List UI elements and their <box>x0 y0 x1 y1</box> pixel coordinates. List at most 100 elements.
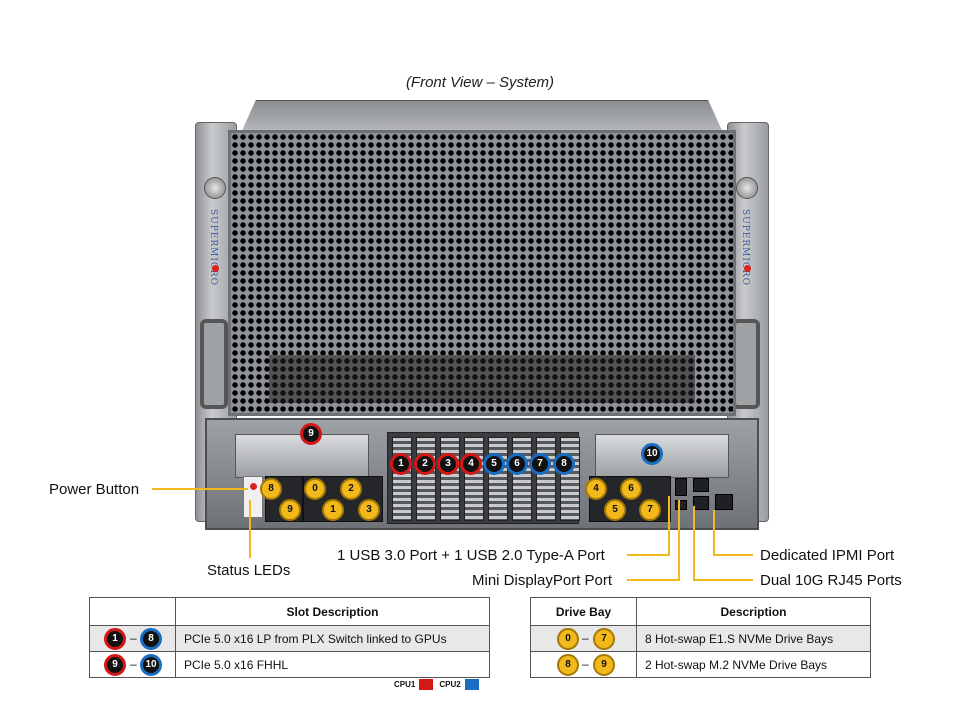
pcie-slot <box>464 437 484 521</box>
table-header-cell: Drive Bay <box>530 597 637 626</box>
drive-badge-9: 9 <box>279 499 301 521</box>
table-row: 8 – 9 2 Hot-swap M.2 NVMe Drive Bays <box>530 651 871 678</box>
pcie-slot <box>440 437 460 521</box>
brand-logo: SUPERMICRO <box>208 209 218 286</box>
status-leds-label: Status LEDs <box>207 562 291 579</box>
drive-description-cell: 8 Hot-swap E1.S NVMe Drive Bays <box>636 625 871 652</box>
range-dash: – <box>130 631 137 645</box>
slot-badge-1: 1 <box>390 453 412 475</box>
pcie-slot <box>536 437 556 521</box>
status-leds-leader <box>249 500 251 558</box>
range-dash: – <box>582 657 589 671</box>
front-vent-grille <box>228 130 736 416</box>
slot-badge-6: 6 <box>506 453 528 475</box>
table-header-cell: Slot Description <box>175 597 490 626</box>
drive-badge: 0 <box>557 628 579 650</box>
pcie-lp-slot-cage <box>387 432 580 524</box>
usb-leader-v <box>668 496 670 556</box>
mini-displayport-label: Mini DisplayPort Port <box>472 572 613 589</box>
drive-badge-1: 1 <box>322 499 344 521</box>
usb-port <box>675 478 687 496</box>
drive-range-cell: 8 – 9 <box>530 651 637 678</box>
cpu-legend: CPU1 CPU2 <box>394 679 485 690</box>
slot-badge-7: 7 <box>529 453 551 475</box>
drive-description-cell: 2 Hot-swap M.2 NVMe Drive Bays <box>636 651 871 678</box>
slot-description-cell: PCIe 5.0 x16 LP from PLX Switch linked t… <box>175 625 490 652</box>
slot-badge-5: 5 <box>483 453 505 475</box>
table-row: 1 – 8 PCIe 5.0 x16 LP from PLX Switch li… <box>89 625 490 652</box>
cpu2-legend-label: CPU2 <box>439 680 461 689</box>
displayport-leader-h <box>627 579 680 581</box>
rj45-leader-v <box>693 506 695 581</box>
drive-badge-7: 7 <box>639 499 661 521</box>
slot-badge: 8 <box>140 628 162 650</box>
brand-logo: SUPERMICRO <box>740 209 750 286</box>
ipmi-leader-h <box>713 554 753 556</box>
drive-bay-table: Drive Bay Description 0 – 7 8 Hot-swap E… <box>530 597 871 678</box>
range-dash: – <box>130 657 137 671</box>
pcie-slot <box>560 437 580 521</box>
drive-badge-6: 6 <box>620 478 642 500</box>
drive-badge: 8 <box>557 654 579 676</box>
drive-badge-0: 0 <box>304 478 326 500</box>
slot-range-cell: 9 – 10 <box>89 651 176 678</box>
chassis-top-cap <box>240 100 724 134</box>
drive-badge-3: 3 <box>358 499 380 521</box>
slot-badge-8: 8 <box>553 453 575 475</box>
drive-badge: 7 <box>593 628 615 650</box>
thumbscrew-icon <box>736 177 758 199</box>
usb-leader-h <box>627 554 669 556</box>
drive-badge-8: 8 <box>260 478 282 500</box>
cpu1-color-swatch <box>419 679 434 690</box>
drive-badge-5: 5 <box>604 499 626 521</box>
ipmi-leader-v <box>713 510 715 556</box>
displayport-leader-v <box>678 500 680 581</box>
slot-badge-9: 9 <box>300 423 322 445</box>
server-chassis: SUPERMICRO SUPERMICRO <box>195 100 769 536</box>
rack-handle <box>732 319 760 409</box>
indicator-dot <box>744 265 751 272</box>
slot-badge: 10 <box>140 654 162 676</box>
gpu-tray-shadow <box>269 355 695 403</box>
table-row: 0 – 7 8 Hot-swap E1.S NVMe Drive Bays <box>530 625 871 652</box>
rj45-port <box>693 496 709 510</box>
usb-ports-label: 1 USB 3.0 Port + 1 USB 2.0 Type-A Port <box>337 547 605 564</box>
pcie-slot <box>392 437 412 521</box>
slot-range-cell: 1 – 8 <box>89 625 176 652</box>
table-header-row: Drive Bay Description <box>530 597 871 626</box>
slot-badge: 1 <box>104 628 126 650</box>
io-panel <box>205 418 759 530</box>
cpu2-color-swatch <box>464 679 479 690</box>
cpu1-legend-label: CPU1 <box>394 680 416 689</box>
thumbscrew-icon <box>204 177 226 199</box>
power-button-leader <box>152 488 248 490</box>
rj45-leader-h <box>693 579 753 581</box>
rj45-port <box>693 478 709 492</box>
pcie-slot <box>512 437 532 521</box>
power-button-label: Power Button <box>49 481 140 498</box>
ipmi-port-label: Dedicated IPMI Port <box>760 547 895 564</box>
drive-badge-2: 2 <box>340 478 362 500</box>
slot-badge-3: 3 <box>437 453 459 475</box>
rack-handle <box>200 319 228 409</box>
drive-badge: 9 <box>593 654 615 676</box>
power-button[interactable] <box>250 483 257 490</box>
slot-badge-10: 10 <box>641 443 663 465</box>
drive-badge-4: 4 <box>585 478 607 500</box>
table-row: 9 – 10 PCIe 5.0 x16 FHHL <box>89 651 490 678</box>
slot-badge: 9 <box>104 654 126 676</box>
table-header-cell: Description <box>636 597 871 626</box>
slot-description-table: Slot Description 1 – 8 PCIe 5.0 x16 LP f… <box>89 597 490 678</box>
slot-badge-4: 4 <box>460 453 482 475</box>
indicator-dot <box>212 265 219 272</box>
ipmi-port <box>715 494 733 510</box>
power-control-panel <box>243 476 263 518</box>
table-header-row: Slot Description <box>89 597 490 626</box>
figure-caption: (Front View – System) <box>405 74 555 91</box>
slot-description-cell: PCIe 5.0 x16 FHHL <box>175 651 490 678</box>
drive-range-cell: 0 – 7 <box>530 625 637 652</box>
table-header-cell <box>89 597 176 626</box>
mini-displayport <box>675 500 687 510</box>
rj45-ports-label: Dual 10G RJ45 Ports <box>760 572 902 589</box>
slot-badge-2: 2 <box>414 453 436 475</box>
